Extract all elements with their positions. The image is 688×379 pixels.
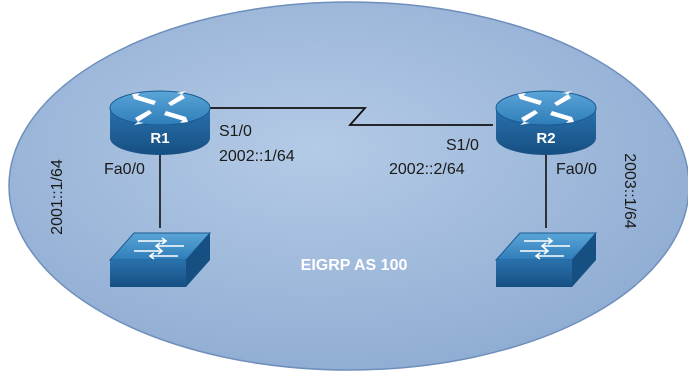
- serial-link: [208, 107, 493, 126]
- eigrp-area-ellipse: [8, 1, 688, 371]
- r1-lan-interface: Fa0/0: [104, 161, 145, 178]
- r2-lan-address: 2003::1/64: [621, 153, 638, 229]
- r1-serial-address: 2002::1/64: [219, 148, 295, 165]
- switch-2[interactable]: [494, 232, 598, 287]
- r1-serial-interface: S1/0: [219, 123, 252, 140]
- router-label: R2: [536, 130, 555, 147]
- r1-lan-address: 2001::1/64: [49, 159, 66, 235]
- router-r2[interactable]: R2: [495, 90, 597, 155]
- router-label: R1: [150, 130, 169, 147]
- eigrp-area-label: EIGRP AS 100: [301, 257, 408, 274]
- router-icon: [495, 90, 597, 155]
- router-r1[interactable]: R1: [109, 90, 211, 155]
- r2-serial-address: 2002::2/64: [389, 161, 465, 178]
- switch-icon: [108, 232, 212, 287]
- r2-serial-interface: S1/0: [446, 137, 479, 154]
- router-icon: [109, 90, 211, 155]
- r2-lan-interface: Fa0/0: [556, 161, 597, 178]
- switch-icon: [494, 232, 598, 287]
- switch-1[interactable]: [108, 232, 212, 287]
